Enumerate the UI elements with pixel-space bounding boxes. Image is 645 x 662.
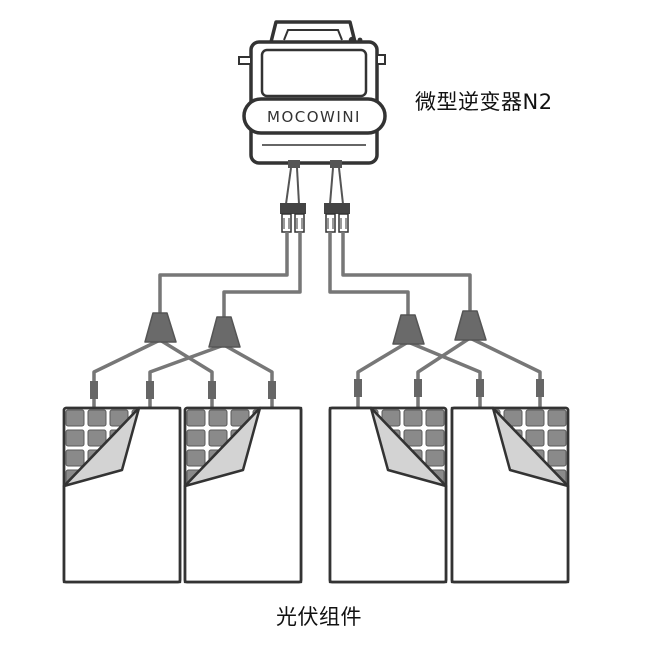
status-led-icon	[357, 37, 363, 43]
folded-corner	[62, 406, 141, 488]
pv-module-caption: 光伏组件	[276, 605, 362, 629]
dc-port	[288, 160, 300, 168]
status-led-icon	[348, 36, 356, 44]
pv-module	[62, 406, 182, 584]
pv-module	[450, 406, 570, 584]
inverter-leads	[285, 167, 344, 205]
mc4-connectors	[280, 203, 350, 233]
mc4-connector	[293, 203, 306, 233]
brand-logo: MOCOWINI	[267, 108, 361, 126]
pv-module	[183, 406, 303, 584]
folded-corner	[183, 406, 262, 488]
mc4-connector	[324, 203, 337, 233]
mc4-connector	[280, 203, 293, 233]
folded-corner	[369, 406, 448, 488]
y-splitter	[144, 312, 177, 343]
inline-connectors	[90, 379, 544, 399]
folded-corner	[491, 406, 570, 488]
micro-inverter: MOCOWINI	[238, 20, 387, 168]
dc-port	[330, 160, 342, 168]
y-branch-connectors	[144, 310, 487, 348]
y-splitter	[454, 310, 487, 341]
pv-panels	[62, 406, 570, 584]
mc4-connector	[337, 203, 350, 233]
brand-badge	[242, 97, 387, 135]
pv-module	[328, 406, 448, 584]
y-splitter	[208, 316, 241, 348]
inverter-caption: 微型逆变器N2	[415, 90, 553, 114]
y-splitter	[392, 314, 425, 345]
